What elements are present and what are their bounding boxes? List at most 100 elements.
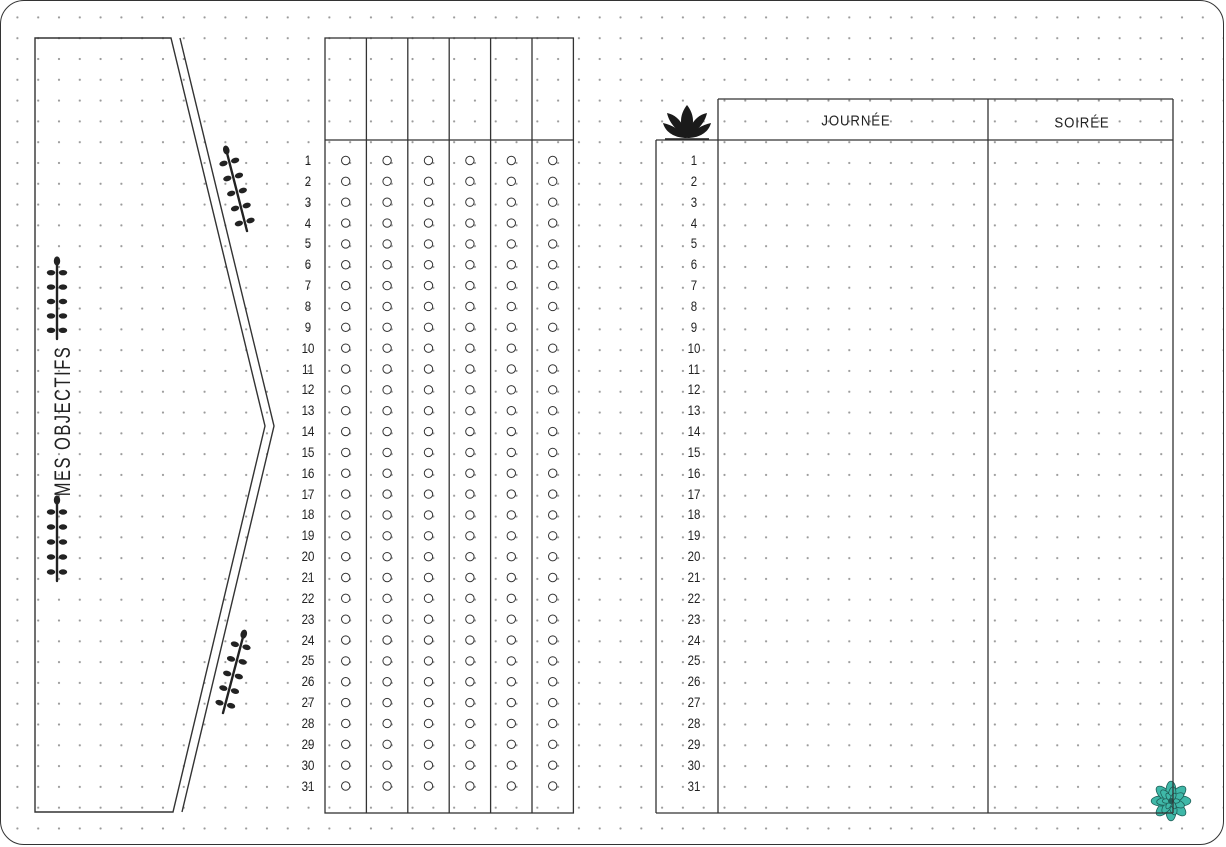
habit-checkbox[interactable] xyxy=(506,301,516,312)
habit-checkbox[interactable] xyxy=(382,697,392,708)
habit-checkbox[interactable] xyxy=(465,510,475,520)
habit-checkbox[interactable] xyxy=(548,593,558,604)
habit-checkbox[interactable] xyxy=(341,531,351,541)
habit-checkbox[interactable] xyxy=(548,385,558,395)
habit-checkbox[interactable] xyxy=(548,280,558,291)
habit-checkbox[interactable] xyxy=(506,218,516,228)
habit-checkbox[interactable] xyxy=(548,551,558,562)
habit-checkbox[interactable] xyxy=(465,280,475,291)
habit-checkbox[interactable] xyxy=(423,593,434,604)
habit-checkbox[interactable] xyxy=(423,343,434,353)
habit-checkbox[interactable] xyxy=(465,260,475,270)
habit-checkbox[interactable] xyxy=(506,697,516,708)
habit-checkbox[interactable] xyxy=(341,760,351,770)
habit-checkbox[interactable] xyxy=(382,239,392,249)
habit-checkbox[interactable] xyxy=(506,635,516,645)
habit-checkbox[interactable] xyxy=(548,489,558,499)
habit-checkbox[interactable] xyxy=(506,322,516,332)
habit-checkbox[interactable] xyxy=(382,635,392,645)
habit-checkbox[interactable] xyxy=(548,343,558,353)
habit-checkbox[interactable] xyxy=(548,447,558,458)
habit-checkbox[interactable] xyxy=(548,614,558,624)
habit-checkbox[interactable] xyxy=(465,489,475,499)
habit-checkbox[interactable] xyxy=(548,635,558,645)
habit-checkbox[interactable] xyxy=(423,406,434,416)
habit-checkbox[interactable] xyxy=(548,260,558,270)
habit-checkbox[interactable] xyxy=(382,468,392,478)
habit-checkbox[interactable] xyxy=(548,406,558,416)
habit-checkbox[interactable] xyxy=(423,385,434,395)
habit-checkbox[interactable] xyxy=(548,322,558,332)
habit-checkbox[interactable] xyxy=(465,155,475,166)
habit-checkbox[interactable] xyxy=(423,176,434,187)
habit-checkbox[interactable] xyxy=(506,343,516,353)
habit-checkbox[interactable] xyxy=(423,197,434,207)
habit-checkbox[interactable] xyxy=(341,197,351,207)
habit-checkbox[interactable] xyxy=(548,218,558,228)
habit-checkbox[interactable] xyxy=(548,697,558,708)
habit-checkbox[interactable] xyxy=(548,739,558,749)
habit-checkbox[interactable] xyxy=(548,239,558,249)
habit-checkbox[interactable] xyxy=(382,760,392,770)
habit-checkbox[interactable] xyxy=(341,406,351,416)
habit-checkbox[interactable] xyxy=(506,280,516,291)
habit-checkbox[interactable] xyxy=(465,760,475,770)
habit-checkbox[interactable] xyxy=(465,572,475,583)
habit-checkbox[interactable] xyxy=(506,677,516,687)
habit-checkbox[interactable] xyxy=(423,718,434,729)
habit-checkbox[interactable] xyxy=(382,551,392,562)
habit-checkbox[interactable] xyxy=(341,551,351,562)
habit-checkbox[interactable] xyxy=(506,739,516,749)
habit-checkbox[interactable] xyxy=(341,218,351,228)
habit-checkbox[interactable] xyxy=(382,677,392,687)
habit-checkbox[interactable] xyxy=(382,489,392,499)
habit-checkbox[interactable] xyxy=(382,176,392,187)
habit-checkbox[interactable] xyxy=(341,426,351,437)
habit-checkbox[interactable] xyxy=(506,572,516,583)
habit-checkbox[interactable] xyxy=(506,155,516,166)
habit-checkbox[interactable] xyxy=(465,239,475,249)
habit-checkbox[interactable] xyxy=(341,656,351,666)
habit-checkbox[interactable] xyxy=(465,614,475,624)
habit-checkbox[interactable] xyxy=(423,426,434,437)
habit-checkbox[interactable] xyxy=(382,656,392,666)
habit-checkbox[interactable] xyxy=(465,447,475,458)
habit-checkbox[interactable] xyxy=(465,301,475,312)
habit-checkbox[interactable] xyxy=(382,406,392,416)
habit-checkbox[interactable] xyxy=(382,364,392,374)
habit-checkbox[interactable] xyxy=(382,385,392,395)
habit-checkbox[interactable] xyxy=(382,781,392,791)
habit-checkbox[interactable] xyxy=(341,280,351,291)
habit-checkbox[interactable] xyxy=(506,531,516,541)
habit-checkbox[interactable] xyxy=(382,322,392,332)
habit-checkbox[interactable] xyxy=(506,489,516,499)
habit-checkbox[interactable] xyxy=(382,614,392,624)
habit-checkbox[interactable] xyxy=(465,531,475,541)
habit-checkbox[interactable] xyxy=(506,364,516,374)
habit-checkbox[interactable] xyxy=(548,197,558,207)
habit-checkbox[interactable] xyxy=(423,301,434,312)
habit-checkbox[interactable] xyxy=(548,572,558,583)
habit-checkbox[interactable] xyxy=(423,614,434,624)
habit-checkbox[interactable] xyxy=(548,468,558,478)
habit-checkbox[interactable] xyxy=(465,677,475,687)
habit-checkbox[interactable] xyxy=(506,260,516,270)
habit-checkbox[interactable] xyxy=(548,426,558,437)
habit-checkbox[interactable] xyxy=(548,781,558,791)
habit-checkbox[interactable] xyxy=(465,406,475,416)
habit-checkbox[interactable] xyxy=(465,426,475,437)
habit-checkbox[interactable] xyxy=(506,406,516,416)
habit-checkbox[interactable] xyxy=(341,572,351,583)
habit-checkbox[interactable] xyxy=(548,364,558,374)
habit-checkbox[interactable] xyxy=(506,781,516,791)
habit-checkbox[interactable] xyxy=(465,739,475,749)
habit-checkbox[interactable] xyxy=(506,718,516,729)
habit-checkbox[interactable] xyxy=(341,781,351,791)
habit-checkbox[interactable] xyxy=(465,635,475,645)
habit-checkbox[interactable] xyxy=(341,155,351,166)
habit-checkbox[interactable] xyxy=(341,176,351,187)
habit-checkbox[interactable] xyxy=(548,510,558,520)
habit-checkbox[interactable] xyxy=(341,677,351,687)
habit-checkbox[interactable] xyxy=(465,656,475,666)
habit-checkbox[interactable] xyxy=(506,614,516,624)
